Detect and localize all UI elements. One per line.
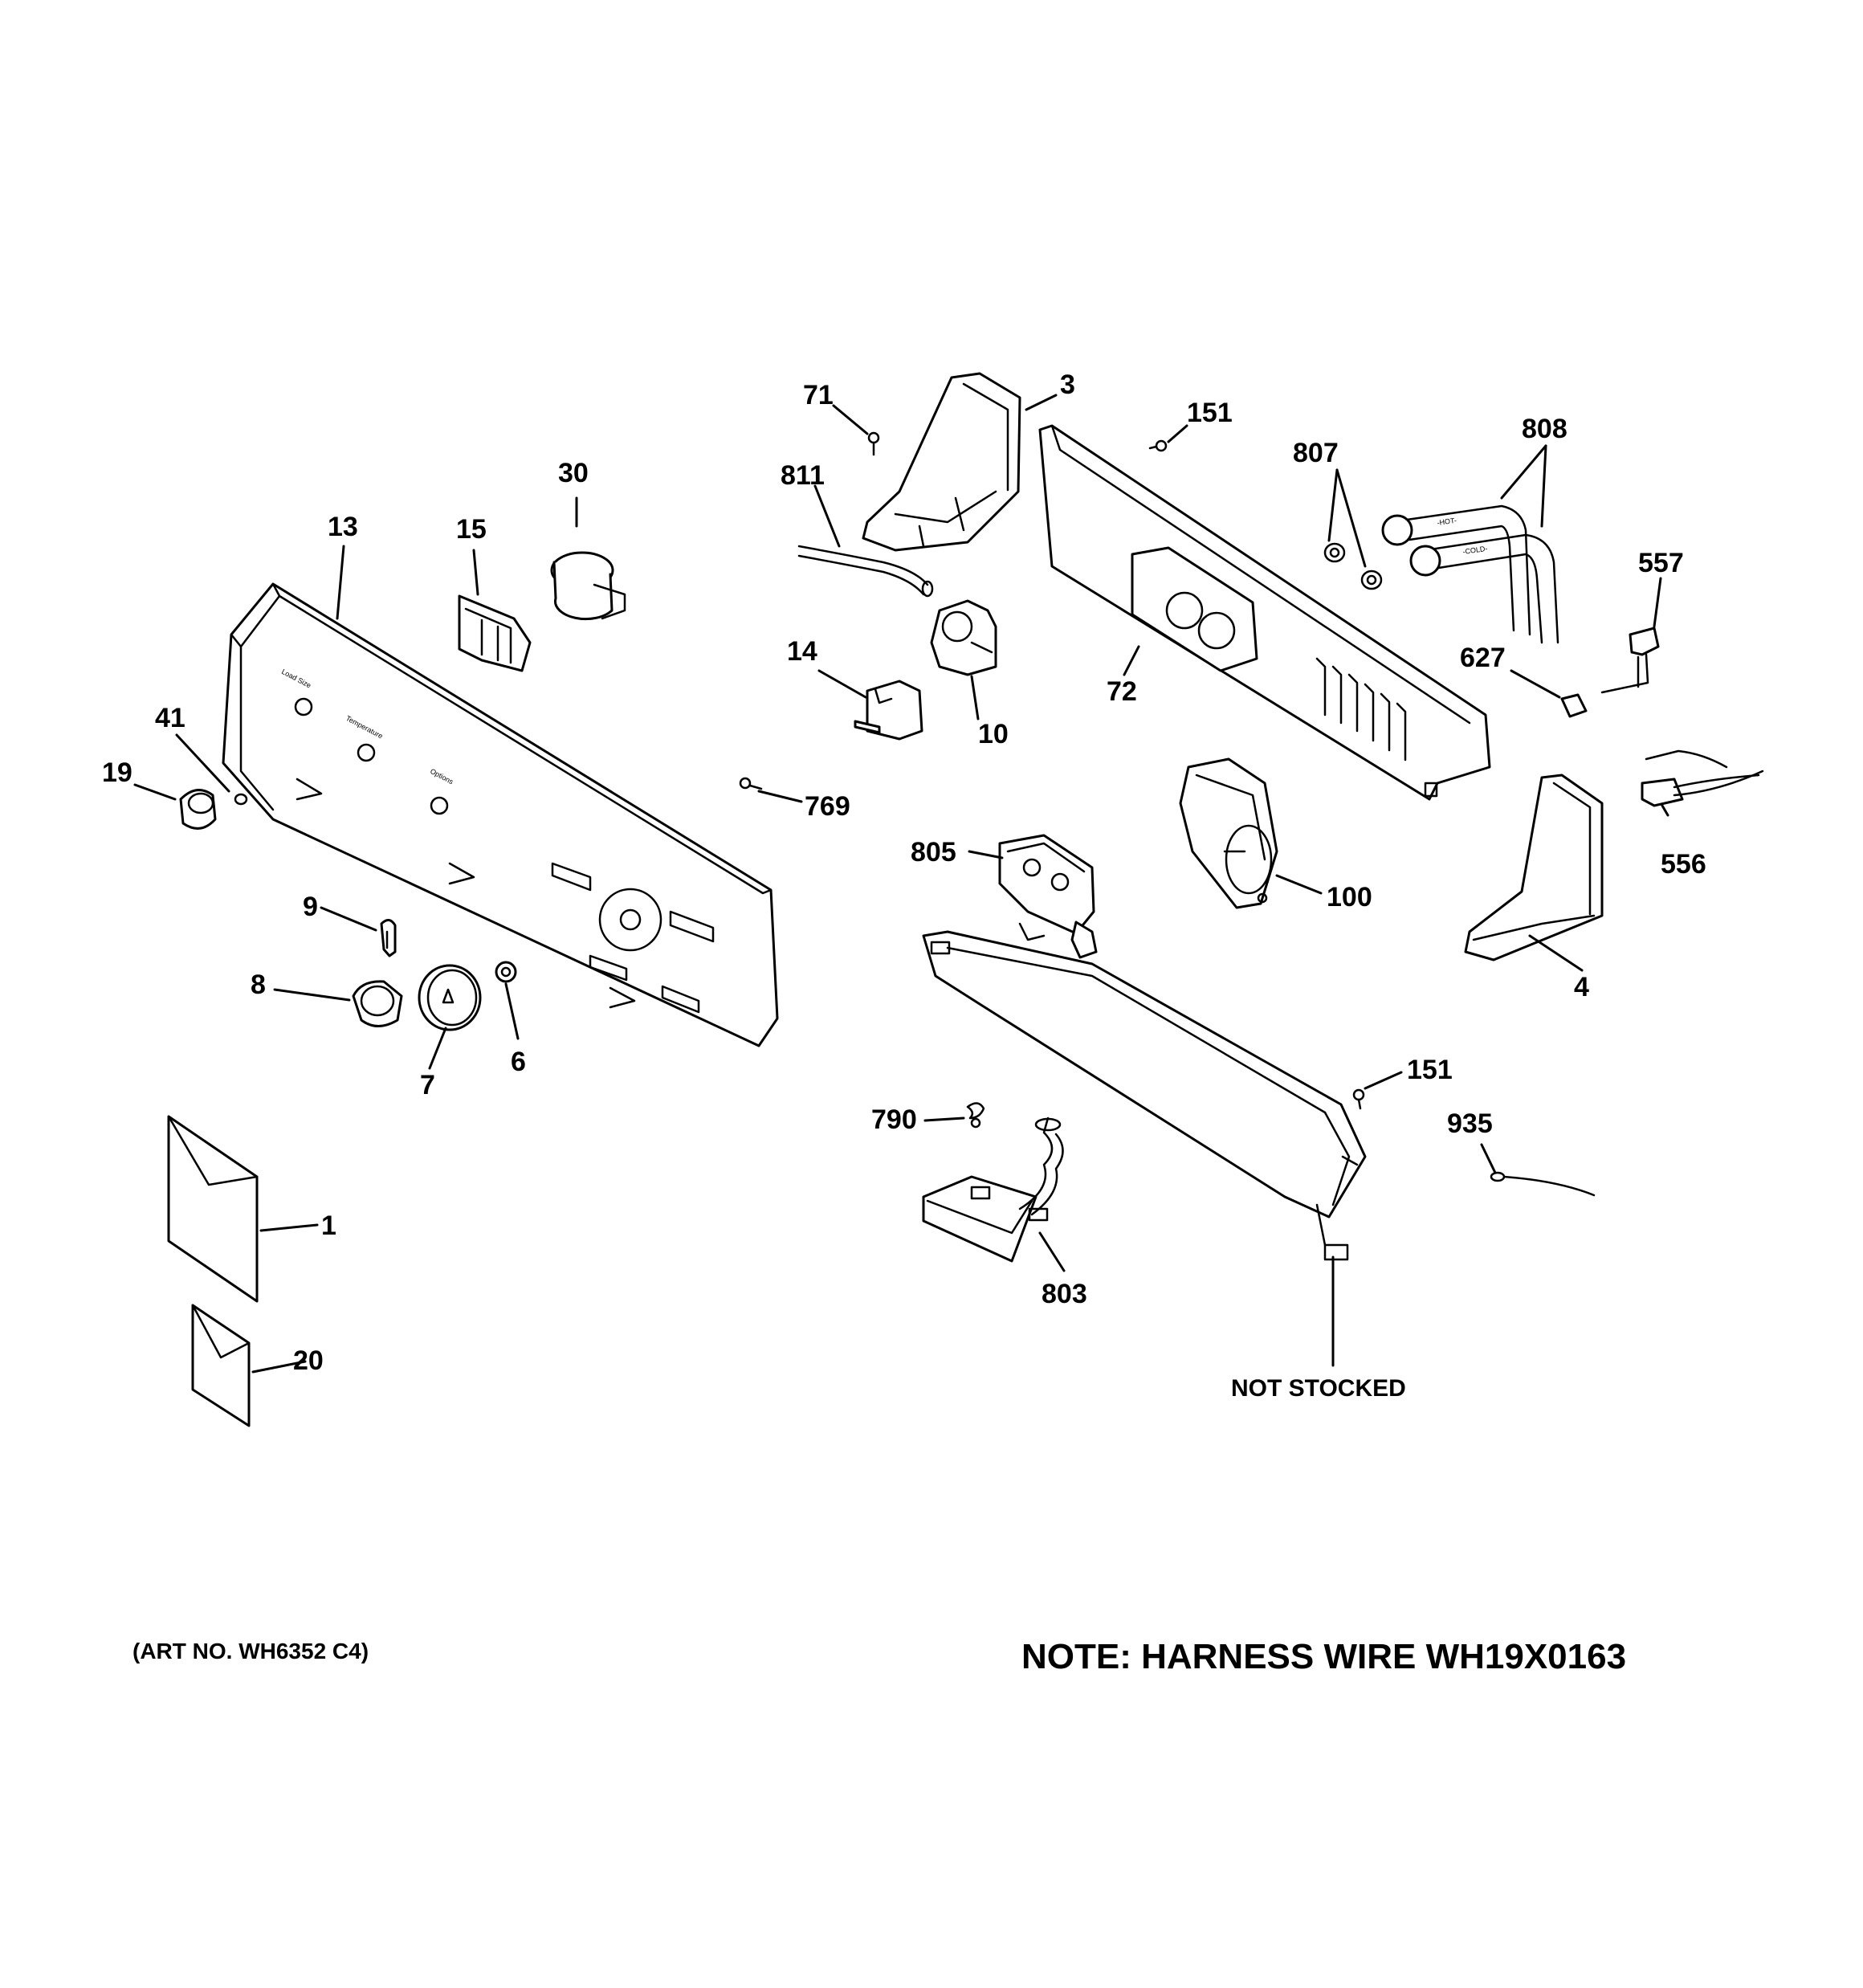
part-4-end-cap <box>1464 774 1604 961</box>
callout-627: 627 <box>1460 643 1506 673</box>
part-13-control-panel: Load Size Temperature Options <box>222 582 779 1047</box>
part-151-screw-top <box>1148 439 1168 452</box>
part-557-connector <box>1600 627 1660 694</box>
part-803-drain-assembly <box>922 1116 1064 1263</box>
callout-935: 935 <box>1447 1108 1493 1139</box>
callout-10: 10 <box>978 719 1009 749</box>
callout-557: 557 <box>1638 548 1684 578</box>
part-72-rear-panel <box>1038 424 1491 801</box>
callout-7: 7 <box>420 1070 435 1100</box>
part-41-spring <box>234 793 248 806</box>
callout-9: 9 <box>303 892 318 922</box>
hot-hose-label: -HOT- <box>1437 516 1457 527</box>
callout-151-top: 151 <box>1187 398 1233 428</box>
part-8-knob <box>352 980 403 1027</box>
not-stocked-label: NOT STOCKED <box>1231 1375 1406 1402</box>
callout-556: 556 <box>1661 849 1706 880</box>
part-9-clip <box>380 919 397 957</box>
callout-4: 4 <box>1574 972 1589 1002</box>
callout-41: 41 <box>155 703 185 733</box>
part-14-switch <box>854 680 923 741</box>
callout-151-bottom: 151 <box>1407 1055 1453 1085</box>
callout-3: 3 <box>1060 369 1075 400</box>
part-71-screw <box>867 431 880 456</box>
part-19-knob <box>179 789 217 830</box>
cold-hose-label: -COLD- <box>1462 545 1488 556</box>
callout-811: 811 <box>781 460 825 491</box>
callout-14: 14 <box>787 636 817 667</box>
part-6-nut <box>495 961 517 983</box>
part-lower-shield-not-stocked <box>922 930 1367 1261</box>
part-808-fill-hoses: -HOT- -COLD- <box>1381 504 1559 644</box>
callout-790: 790 <box>871 1104 917 1135</box>
part-3-end-cap <box>862 372 1021 552</box>
callout-807: 807 <box>1293 438 1339 468</box>
part-790-clamp <box>966 1102 985 1129</box>
part-627-clip <box>1560 693 1588 718</box>
callout-numbers: 71 3 151 807 808 811 30 13 15 557 14 10 … <box>102 369 1706 1376</box>
part-1-literature <box>167 1115 259 1303</box>
callout-100: 100 <box>1327 882 1372 912</box>
part-556-harness-connector <box>1641 749 1764 807</box>
callout-30: 30 <box>558 458 589 488</box>
part-935-wire <box>1490 1171 1596 1197</box>
part-811-hose <box>797 545 934 598</box>
leader-lines <box>133 394 1669 1374</box>
callout-72: 72 <box>1107 676 1137 707</box>
callout-19: 19 <box>102 757 132 788</box>
callout-20: 20 <box>293 1345 324 1376</box>
callout-71: 71 <box>803 380 834 410</box>
part-7-dial <box>418 964 482 1031</box>
part-769-screw <box>739 777 763 790</box>
callout-13: 13 <box>328 512 358 542</box>
art-number: (ART NO. WH6352 C4) <box>132 1639 369 1663</box>
callout-6: 6 <box>511 1047 526 1077</box>
part-10-pressure-switch <box>930 599 997 676</box>
callout-8: 8 <box>251 970 266 1000</box>
part-15-switch <box>458 594 532 672</box>
callout-808: 808 <box>1522 414 1567 444</box>
callout-769: 769 <box>805 791 850 822</box>
part-807-washers <box>1323 542 1383 590</box>
part-151-screw-bottom <box>1352 1088 1365 1110</box>
part-100-timer <box>1179 757 1278 909</box>
callout-1: 1 <box>321 1210 336 1241</box>
callout-15: 15 <box>456 514 487 545</box>
callout-803: 803 <box>1042 1279 1087 1309</box>
callout-805: 805 <box>911 837 956 867</box>
part-20-literature <box>191 1304 251 1427</box>
part-805-water-valve <box>998 834 1098 959</box>
harness-wire-note: NOTE: HARNESS WIRE WH19X0163 <box>1021 1637 1626 1676</box>
part-30-capacitor <box>550 551 626 621</box>
